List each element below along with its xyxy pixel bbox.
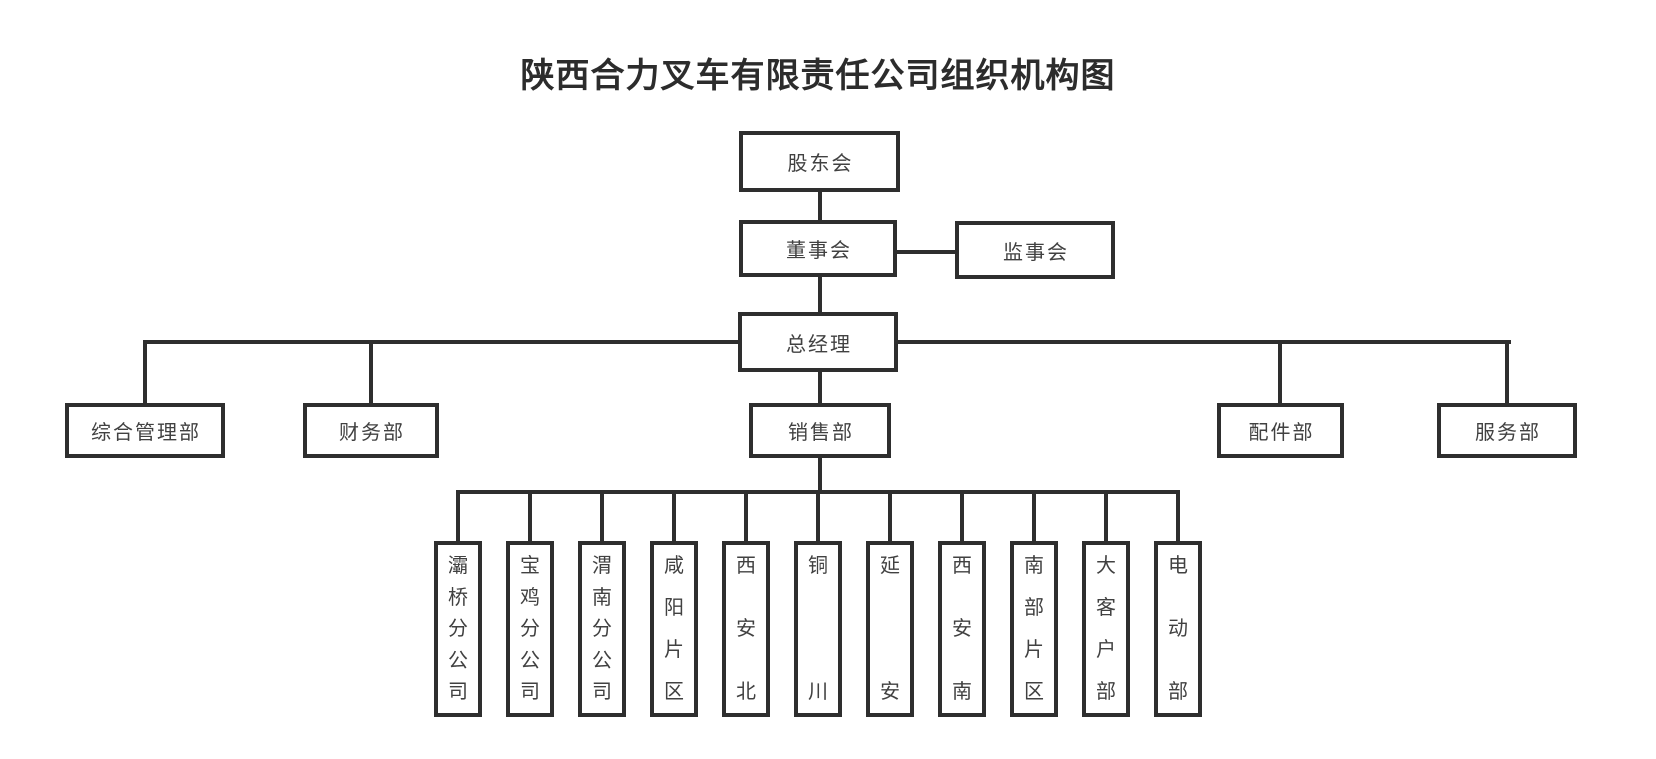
connector-drop-general-admin <box>143 340 147 403</box>
connector-sales-drop <box>818 458 822 492</box>
org-box-dept-general-admin: 综合管理部 <box>65 403 225 458</box>
org-box-shareholders: 股东会 <box>739 131 900 192</box>
connector-drop-tongchuan <box>816 490 820 541</box>
org-box-branch-key-accounts: 大客户部 <box>1082 541 1130 717</box>
connector-board-supervisors <box>897 250 955 254</box>
org-box-branch-weinan: 渭南分公司 <box>578 541 626 717</box>
org-box-supervisors: 监事会 <box>955 221 1115 279</box>
connector-drop-finance <box>369 340 373 403</box>
org-box-dept-finance: 财务部 <box>303 403 439 458</box>
org-box-branch-baoji: 宝鸡分公司 <box>506 541 554 717</box>
connector-drop-service <box>1505 340 1509 403</box>
page-title: 陕西合力叉车有限责任公司组织机构图 <box>520 57 1116 95</box>
connector-drop-xian-south <box>960 490 964 541</box>
connector-drop-electric <box>1176 490 1180 541</box>
org-box-branch-tongchuan: 铜川 <box>794 541 842 717</box>
connector-shareholders-board <box>818 192 822 220</box>
org-box-general-manager: 总经理 <box>738 312 898 372</box>
org-box-branch-yanan: 延安 <box>866 541 914 717</box>
org-box-dept-service: 服务部 <box>1437 403 1577 458</box>
connector-gm-sales <box>818 372 822 403</box>
connector-drop-south-area <box>1032 490 1036 541</box>
connector-drop-xianyang <box>672 490 676 541</box>
org-box-board: 董事会 <box>739 220 897 277</box>
connector-drop-yanan <box>888 490 892 541</box>
org-box-dept-parts: 配件部 <box>1217 403 1344 458</box>
org-box-dept-sales: 销售部 <box>749 403 891 458</box>
connector-board-gm <box>818 277 822 312</box>
connector-drop-baqiao <box>456 490 460 541</box>
connector-drop-xian-north <box>744 490 748 541</box>
org-box-branch-electric: 电动部 <box>1154 541 1202 717</box>
org-box-branch-xian-north: 西安北 <box>722 541 770 717</box>
org-box-branch-xian-south: 西安南 <box>938 541 986 717</box>
connector-drop-weinan <box>600 490 604 541</box>
org-box-branch-south-area: 南部片区 <box>1010 541 1058 717</box>
org-box-branch-xianyang: 咸阳片区 <box>650 541 698 717</box>
org-box-branch-baqiao: 灞桥分公司 <box>434 541 482 717</box>
connector-drop-baoji <box>528 490 532 541</box>
connector-drop-parts <box>1278 340 1282 403</box>
connector-drop-key-accounts <box>1104 490 1108 541</box>
